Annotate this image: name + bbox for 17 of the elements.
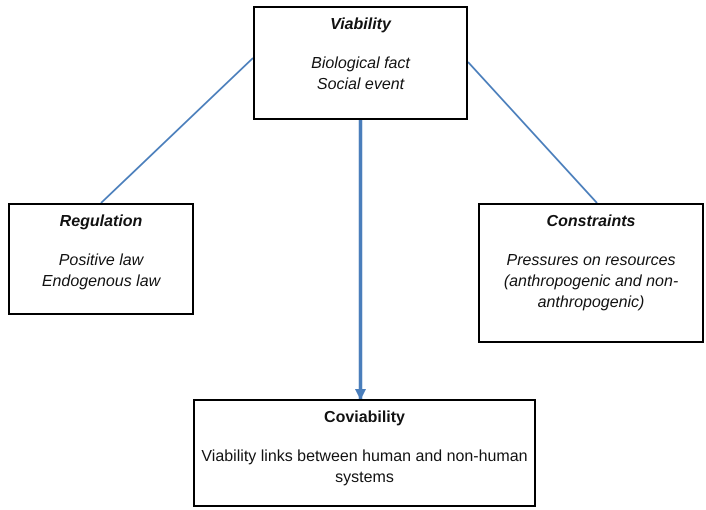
connector-line [100, 57, 254, 204]
box-heading: Regulation [58, 212, 144, 232]
box-text: Positive law [58, 251, 145, 271]
concept-box [193, 399, 536, 507]
box-heading: Constraints [546, 212, 636, 232]
arrow [354, 120, 366, 400]
concept-box [8, 203, 194, 315]
concept-box [478, 203, 704, 343]
box-heading: Viability [329, 15, 392, 35]
box-text: Social event [316, 75, 406, 95]
box-text: Biological fact [310, 54, 412, 74]
box-heading: Coviability [323, 408, 406, 428]
box-text: Pressures on resources (anthropogenic and non-anthropogenic) [502, 251, 680, 313]
connector-line [467, 61, 598, 204]
concept-box [253, 6, 468, 120]
box-text: Viability links between human and non-human systems [200, 447, 529, 488]
box-text: Endogenous law [40, 272, 162, 292]
